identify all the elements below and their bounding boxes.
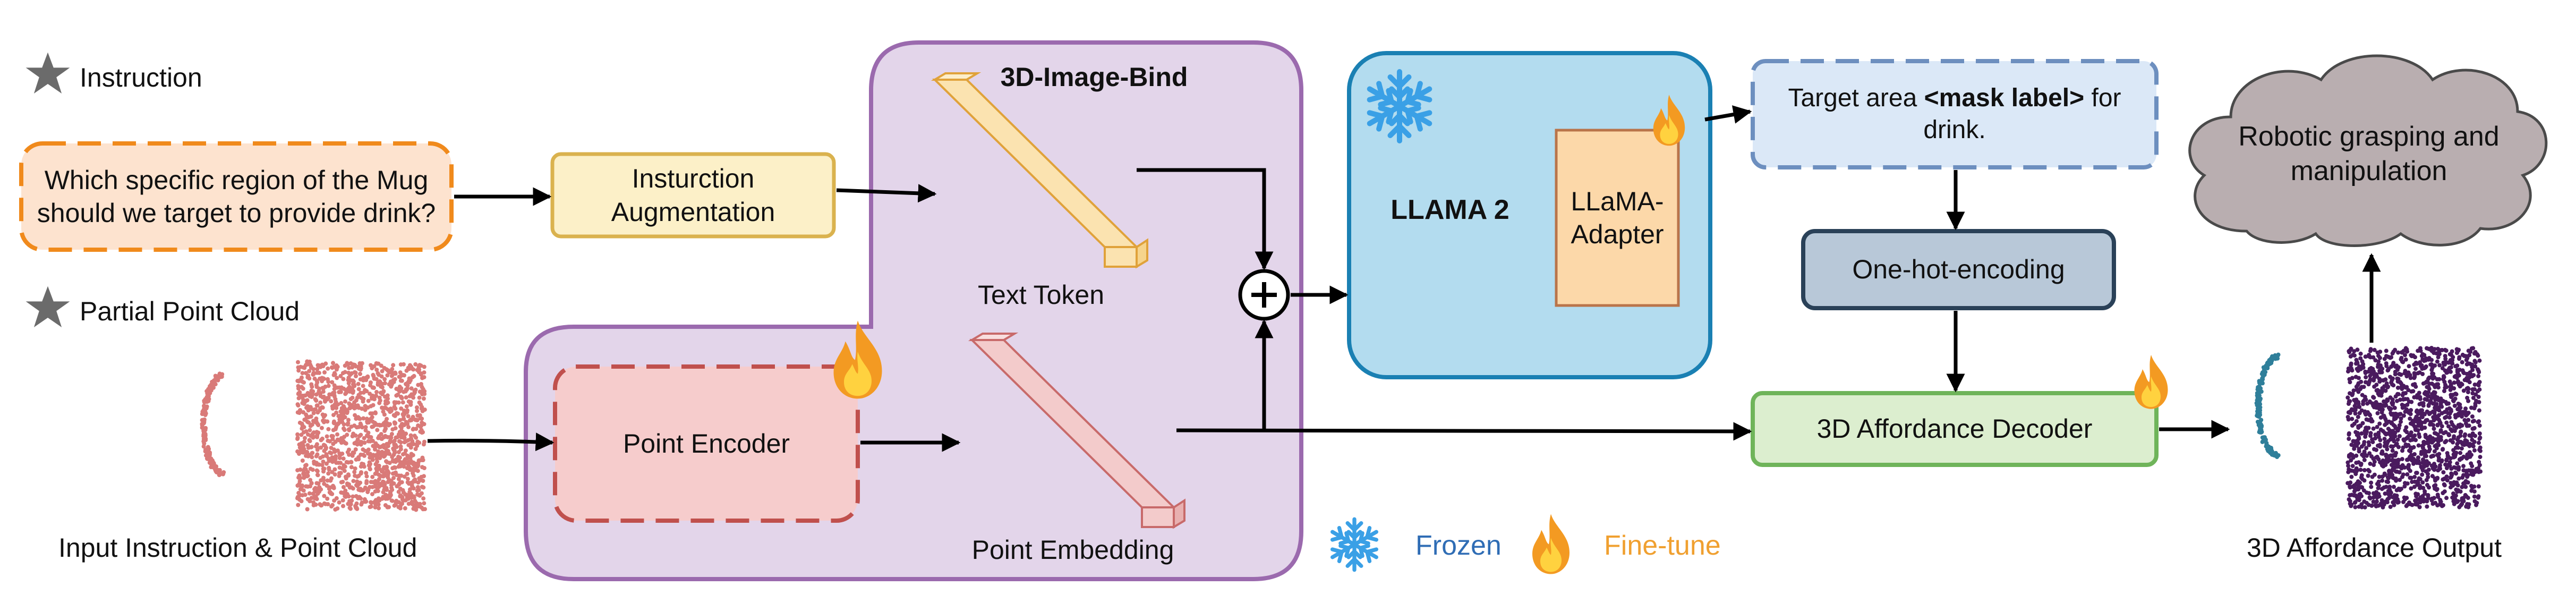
point-encoder-text: Point Encoder (622, 428, 790, 458)
augmentation-box (550, 152, 836, 239)
instruction-label: Instruction (80, 63, 202, 92)
input-point-cloud (200, 359, 427, 512)
target-box (1751, 59, 2159, 169)
input-caption: Input Instruction & Point Cloud (58, 533, 417, 563)
flame-icon (1532, 514, 1570, 574)
decoder-text: 3D Affordance Decoder (1816, 414, 2093, 444)
augmentation-text: Insturction Augmentation (611, 164, 775, 227)
image-bind-title: 3D-Image-Bind (1000, 62, 1188, 92)
cloud-text: Robotic grasping and manipulation (2238, 121, 2500, 186)
output-point-cloud (2254, 346, 2483, 509)
target-prefix: Target area (1788, 84, 1924, 112)
adapter-box (1555, 129, 1680, 307)
adapter-text: LLaMA-Adapter (1571, 186, 1664, 250)
one-hot-text: One-hot-encoding (1852, 254, 2065, 285)
decoder-box (1751, 391, 2159, 467)
target-suffix: for drink. (1923, 84, 2121, 144)
text-token-prism (931, 72, 1148, 269)
output-caption: 3D Affordance Output (2247, 533, 2502, 563)
point-encoder-box (553, 364, 860, 523)
cloud-shape (2188, 54, 2548, 247)
arrows (427, 105, 2381, 452)
point-embedding-label: Point Embedding (971, 534, 1174, 565)
question-text: Which specific region of the Mug should … (37, 165, 436, 228)
question-box (19, 141, 454, 252)
snowflake-icon (1329, 519, 1379, 570)
target-mask-label: <mask label> (1924, 84, 2085, 112)
llama-title: LLAMA 2 (1391, 194, 1509, 225)
finetune-legend-label: Fine-tune (1604, 530, 1721, 561)
star-icon (25, 286, 70, 327)
one-hot-box (1801, 229, 2116, 310)
target-text: Target area <mask label> for drink. (1758, 66, 2151, 162)
text-token-label: Text Token (977, 279, 1105, 310)
frozen-legend-label: Frozen (1415, 530, 1502, 561)
partial-point-cloud-label: Partial Point Cloud (80, 296, 300, 326)
star-icon (25, 52, 70, 94)
point-embedding-prism (968, 333, 1185, 529)
